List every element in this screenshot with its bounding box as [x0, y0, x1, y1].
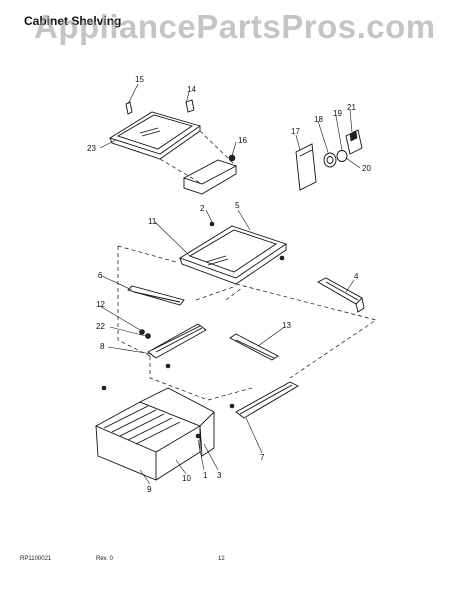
part-label: 2: [200, 204, 205, 213]
hinge-hardware-group: [295, 129, 363, 191]
part-label: 3: [217, 471, 222, 480]
right-shelf-rail: [317, 277, 365, 313]
part-label: 1: [203, 471, 208, 480]
part-label: 10: [182, 474, 191, 483]
part-label: 21: [347, 103, 356, 112]
part-label: 15: [135, 75, 144, 84]
crisper-rail-right: [229, 381, 299, 419]
part-label: 6: [98, 271, 103, 280]
part-label: 20: [362, 164, 371, 173]
part-label: 14: [187, 85, 196, 94]
page-title: Cabinet Shelving: [24, 14, 122, 28]
center-rail: [229, 333, 279, 361]
left-shelf-rails: [127, 285, 207, 369]
part-label: 13: [282, 321, 291, 330]
document-code: RP1100021: [20, 556, 52, 562]
part-label: 8: [100, 342, 105, 351]
part-label: 16: [238, 136, 247, 145]
page-number: 12: [218, 556, 225, 562]
part-label: 17: [291, 127, 300, 136]
part-label: 7: [260, 453, 265, 462]
part-label: 4: [354, 272, 359, 281]
part-label: 9: [147, 485, 152, 494]
part-callouts: 15 14 23 16 17 18 19 21 20 2 5 11 4 6 12…: [87, 75, 371, 494]
crisper-drawer-assembly: [94, 385, 215, 481]
watermark: AppliancePartsPros.com: [34, 8, 436, 45]
part-label: 12: [96, 300, 105, 309]
part-label: 23: [87, 144, 96, 153]
part-label: 11: [148, 217, 157, 226]
part-label: 19: [333, 109, 342, 118]
leader-lines: [99, 83, 361, 485]
part-label: 22: [96, 322, 105, 331]
part-label: 5: [235, 201, 240, 210]
assembly-guide-lines: [117, 245, 377, 401]
top-shelf-assembly: [108, 99, 238, 195]
revision-label: Rev. 0: [96, 556, 113, 562]
middle-shelf-assembly: [178, 221, 288, 285]
part-label: 18: [314, 115, 323, 124]
